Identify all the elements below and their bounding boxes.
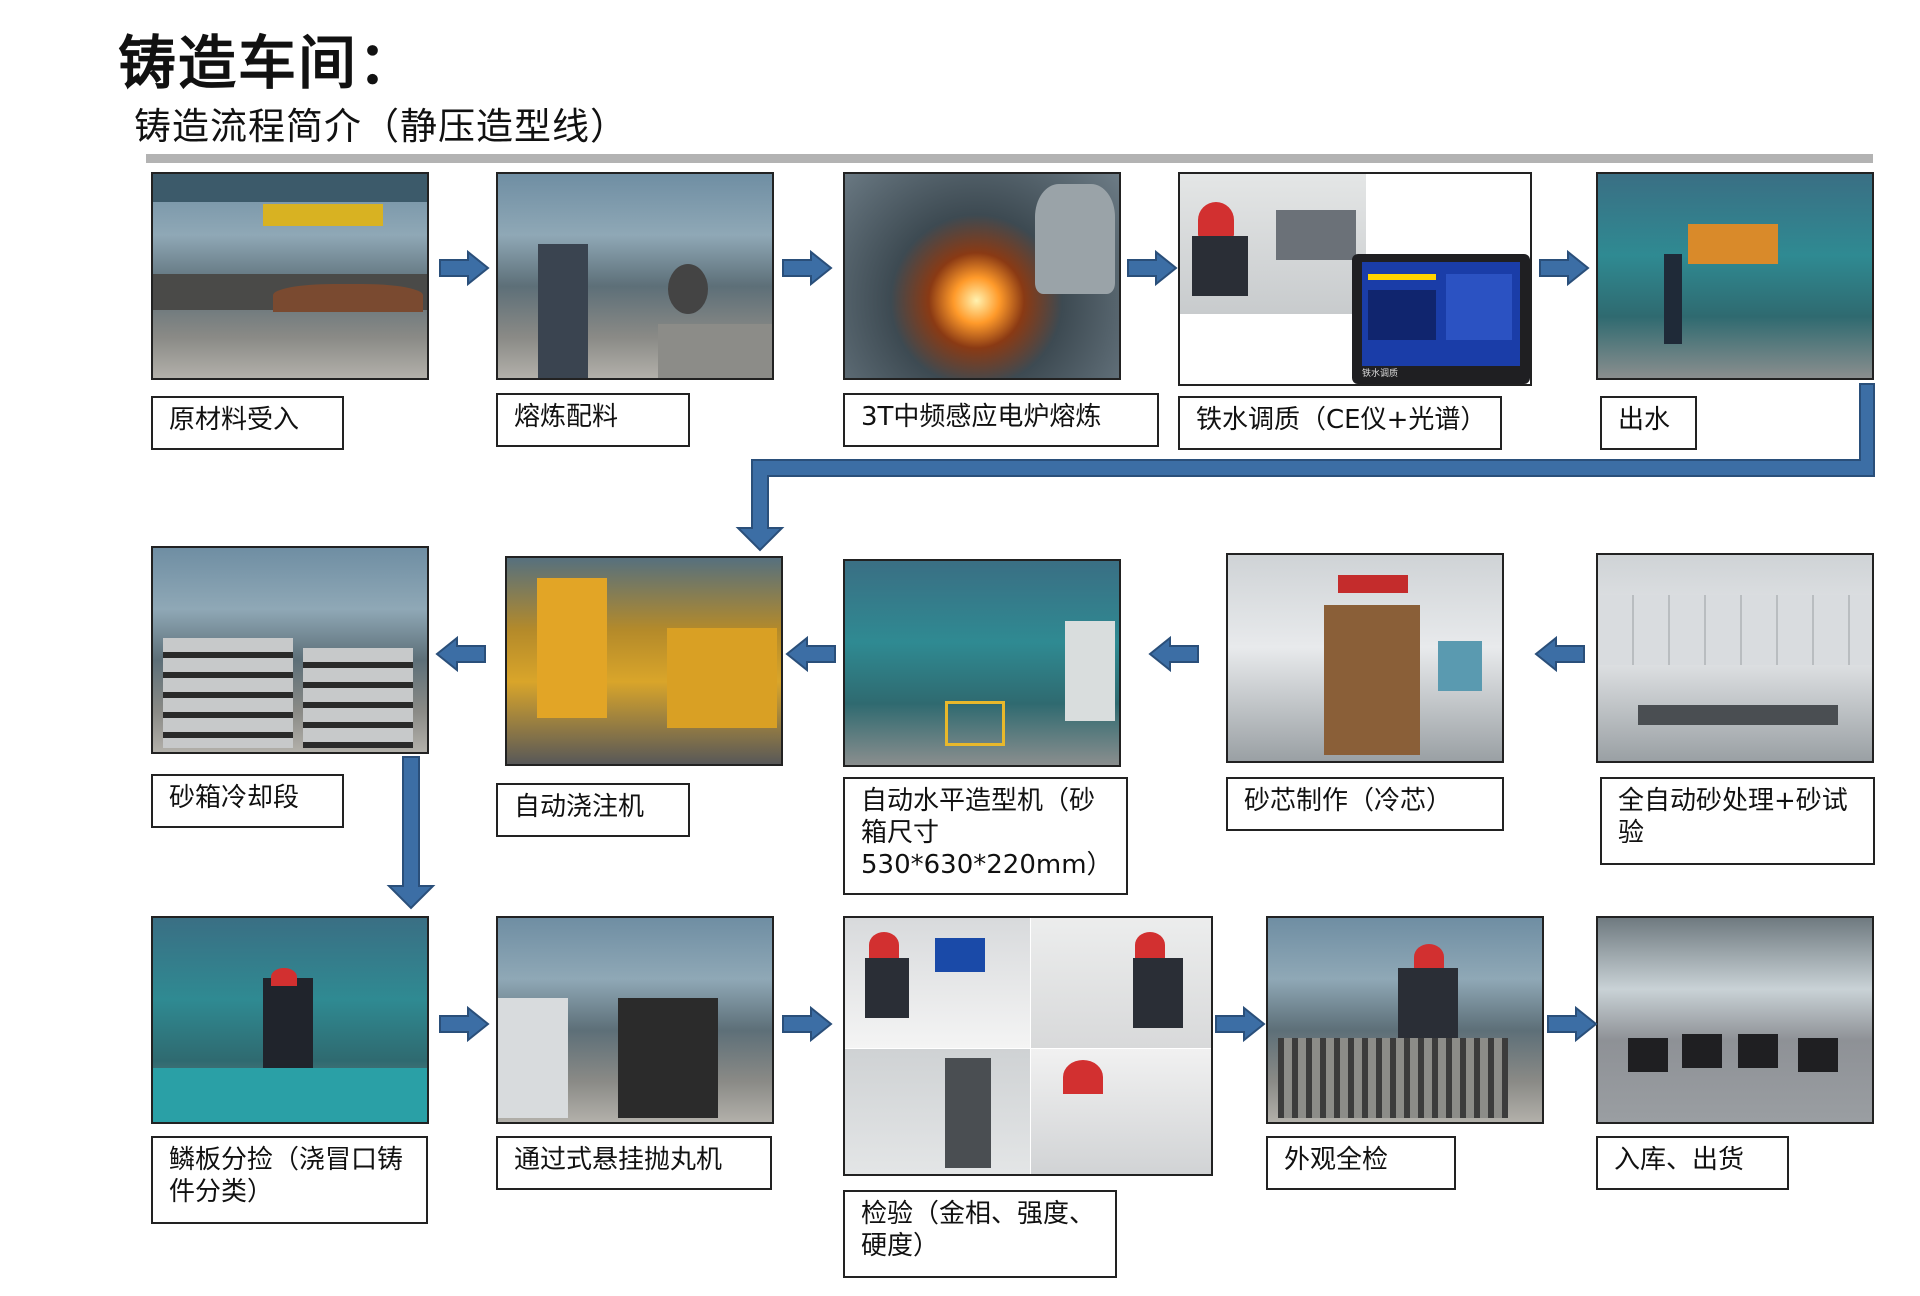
arrow-right-2 — [782, 251, 832, 285]
arrow-right-4 — [1539, 251, 1589, 285]
arrow-left-4 — [436, 637, 486, 671]
step-label-15: 入库、出货 — [1596, 1136, 1789, 1190]
arrow-right-5 — [439, 1007, 489, 1041]
arrow-left-2 — [1149, 637, 1199, 671]
device-screen: 铁水调质 — [1352, 254, 1530, 384]
photo-sand-processing — [1596, 553, 1874, 763]
step-label-7: 砂芯制作（冷芯） — [1226, 777, 1504, 831]
photo-scale-sorting — [151, 916, 429, 1124]
photo-warehouse — [1596, 916, 1874, 1124]
arrow-right-7 — [1215, 1007, 1265, 1041]
arrow-right-1 — [439, 251, 489, 285]
step-label-8: 自动水平造型机（砂箱尺寸530*630*220mm） — [843, 777, 1128, 895]
header-divider — [146, 154, 1873, 163]
step-label-9: 自动浇注机 — [496, 783, 690, 837]
photo-sand-core — [1226, 553, 1504, 763]
photo-melting-batching — [496, 172, 774, 380]
step-label-13: 检验（金相、强度、硬度） — [843, 1190, 1117, 1278]
photo-tapping — [1596, 172, 1874, 380]
photo-shot-blasting — [496, 916, 774, 1124]
step-label-4: 铁水调质（CE仪+光谱） — [1178, 396, 1502, 450]
arrow-left-1 — [1535, 637, 1585, 671]
step-label-5: 出水 — [1600, 396, 1697, 450]
step-label-2: 熔炼配料 — [496, 393, 690, 447]
step-label-12: 通过式悬挂抛丸机 — [496, 1136, 772, 1190]
page-subtitle: 铸造流程简介（静压造型线） — [134, 105, 628, 148]
photo-raw-material — [151, 172, 429, 380]
page-title: 铸造车间： — [118, 29, 419, 97]
arrow-right-6 — [782, 1007, 832, 1041]
step-label-6: 全自动砂处理+砂试验 — [1600, 777, 1875, 865]
arrow-right-8 — [1547, 1007, 1597, 1041]
photo-induction-furnace — [843, 172, 1121, 380]
step-label-11: 鳞板分捡（浇冒口铸件分类） — [151, 1136, 428, 1224]
device-screen-caption: 铁水调质 — [1362, 369, 1399, 379]
step-label-14: 外观全检 — [1266, 1136, 1456, 1190]
photo-molding-machine — [843, 559, 1121, 767]
photo-visual-inspection — [1266, 916, 1544, 1124]
photo-inspection-collage — [843, 916, 1213, 1176]
photo-sandbox-cooling — [151, 546, 429, 754]
photo-auto-pouring — [505, 556, 783, 766]
step-label-3: 3T中频感应电炉熔炼 — [843, 393, 1159, 447]
arrow-right-3 — [1127, 251, 1177, 285]
step-label-10: 砂箱冷却段 — [151, 774, 344, 828]
photo-iron-conditioning: 铁水调质 — [1178, 172, 1532, 386]
arrow-down — [386, 756, 436, 910]
step-label-1: 原材料受入 — [151, 396, 344, 450]
arrow-left-3 — [786, 637, 836, 671]
